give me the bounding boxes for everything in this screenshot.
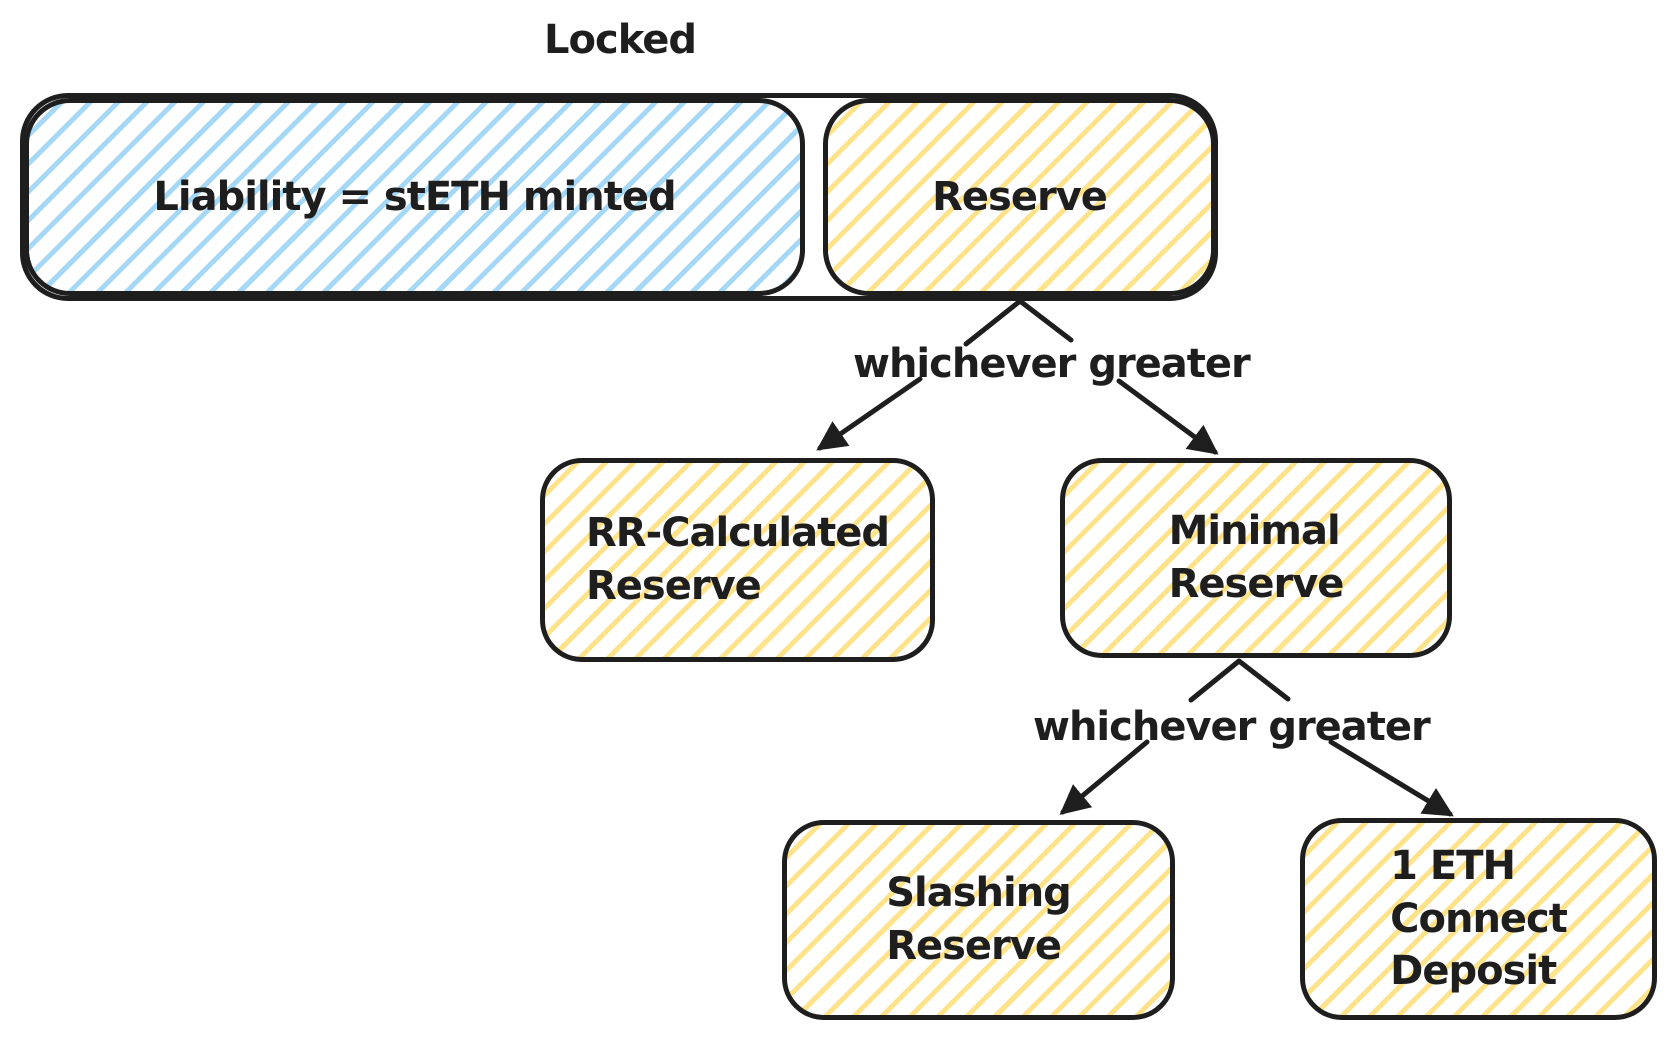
rr-calculated-reserve-node: RR-Calculated Reserve [540,458,935,662]
branch-label-whichever-greater-2: whichever greater [1033,704,1431,750]
eth-connect-deposit-label: 1 ETH Connect Deposit [1390,842,1568,995]
locked-label: Locked [544,17,697,63]
minimal-reserve-label: Minimal Reserve [1168,508,1345,607]
liability-node: Liability = stETH minted [24,98,805,296]
slashing-reserve-label: Slashing Reserve [886,870,1072,969]
reserve-label: Reserve [932,173,1108,220]
slashing-reserve-node: Slashing Reserve [782,820,1175,1020]
arrow-to-minimal-reserve-icon [1116,378,1219,455]
reserve-branch-line-right [1017,298,1074,343]
rr-calculated-reserve-label: RR-Calculated Reserve [585,510,890,609]
eth-connect-deposit-node: 1 ETH Connect Deposit [1300,818,1657,1020]
reserve-node: Reserve [823,98,1216,296]
liability-label: Liability = stETH minted [153,173,676,220]
branch-label-whichever-greater-1: whichever greater [853,341,1251,387]
minimal-reserve-node: Minimal Reserve [1060,458,1452,658]
minimal-branch-line-right [1236,658,1291,702]
minimal-branch-line-left [1188,658,1242,703]
